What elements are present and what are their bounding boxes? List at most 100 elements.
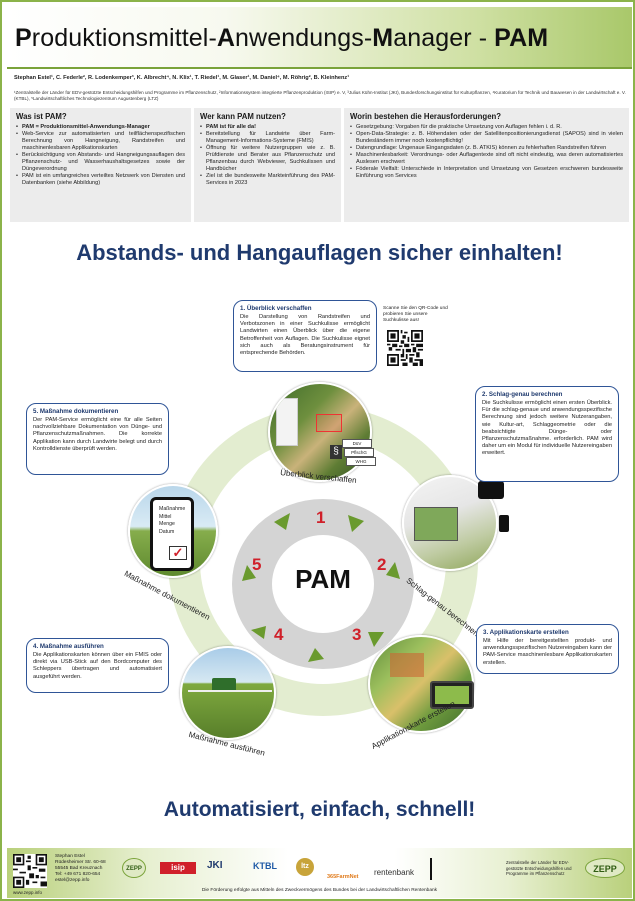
arrow-icon xyxy=(308,648,324,662)
qr-caption: Scanne Sie den QR-Code und probieren Sie… xyxy=(383,306,448,323)
headline: Abstands- und Hangauflagen sicher einhal… xyxy=(76,240,563,265)
zepp-logo-large: ZEPP xyxy=(585,858,625,878)
box-who-item: Öffnung für weitere Nutzergruppen wie z.… xyxy=(200,145,335,173)
step-number-3: 3 xyxy=(352,625,362,644)
arrow-icon xyxy=(251,626,266,639)
step-text: Der PAM-Service ermöglicht eine für alle… xyxy=(33,417,162,452)
box-challenges-item: Open-Data-Strategie: z. B. Höhendaten od… xyxy=(350,131,623,145)
checklist-item: Datum xyxy=(159,528,175,535)
step-number-1: 1 xyxy=(316,508,326,527)
arrow-icon xyxy=(386,562,400,579)
law-stack: DüV PflschG WHG § xyxy=(330,439,376,469)
box-challenges-item: Föderale Vielfalt: Unterschiede in Inter… xyxy=(350,166,623,180)
step-title: 1. Überblick verschaffen xyxy=(240,305,312,312)
step-title: 2. Schlag-genau berechnen xyxy=(482,391,563,398)
tractor-spraying-image xyxy=(180,646,276,740)
funding-note: Die Förderung erfolgte aus Mitteln des Z… xyxy=(201,888,438,893)
contact-block: Stephan Estel Rüdesheimer Str. 60-68 555… xyxy=(55,854,106,884)
jki-logo: JKI xyxy=(207,860,223,871)
box-challenges-item: Gesetzgebung: Vorgaben für die praktisch… xyxy=(350,124,623,131)
step-box-4: 4. Maßnahme ausführen Die Applikationska… xyxy=(26,638,169,693)
box-what-item: PAM = Produktionsmittel-Anwendungs-Manag… xyxy=(16,124,185,131)
box-challenges-item: Maschinenlesbarkeit: Verordnungs- oder A… xyxy=(350,152,623,166)
arrow-icon xyxy=(368,632,384,647)
step-text: Mit Hilfe der bereitgestellten produkt- … xyxy=(483,638,613,666)
ltz-logo: ltz xyxy=(296,858,314,876)
footer-qr-code-icon[interactable] xyxy=(13,854,47,888)
law-label-whg: WHG xyxy=(346,457,376,466)
checklist-item: Mittel xyxy=(159,513,172,520)
title-banner: Produktionsmittel-Anwendungs-Manager - P… xyxy=(7,7,632,69)
step-box-5: 5. Maßnahme dokumentieren Der PAM-Servic… xyxy=(26,403,169,475)
box-who-item: Bereitstellung für Landwirte über Farm-M… xyxy=(200,131,335,145)
info-boxes: Was ist PAM? PAM = Produktionsmittel-Anw… xyxy=(10,108,629,222)
zepp-logo: ZEPP xyxy=(122,858,146,878)
map-sidebar-panel xyxy=(276,398,298,446)
contact-line: Rüdesheimer Str. 60-68 xyxy=(55,860,106,865)
box-challenges: Worin bestehen die Herausforderungen? Ge… xyxy=(344,108,629,222)
ministry-logo xyxy=(430,858,460,880)
tractor-icon xyxy=(212,678,236,692)
box-who-item: Ziel ist die bundesweite Markteinführung… xyxy=(200,173,335,187)
box-who-title: Wer kann PAM nutzen? xyxy=(200,112,286,121)
step-text: Die Applikationskarten können über ein F… xyxy=(33,652,162,680)
inner-ring-hole xyxy=(272,535,374,633)
step-text: Die Darstellung von Randstreifen und Ver… xyxy=(240,314,370,357)
step-number-2: 2 xyxy=(377,555,387,574)
authors: Stephan Estel¹, C. Federle², R. Lodenkem… xyxy=(14,75,350,81)
website-link[interactable]: www.zepp.info xyxy=(13,890,43,895)
step-title: 3. Applikationskarte erstellen xyxy=(483,629,569,636)
step-box-3: 3. Applikationskarte erstellen Mit Hilfe… xyxy=(476,624,619,674)
box-what-item: Web-Service zur automatisierten und teil… xyxy=(16,131,185,152)
farmnet-logo: 365FarmNet xyxy=(327,874,359,880)
box-what-item: PAM ist ein umfangreiches verteiltes Net… xyxy=(16,173,185,187)
center-label: PAM xyxy=(295,564,351,594)
step-text: Die Suchkulisse ermöglicht einen ersten … xyxy=(482,400,612,457)
ktbl-logo: KTBL xyxy=(253,861,277,871)
law-label-duev: DüV xyxy=(342,439,372,448)
zepp-description: Zentralstelle der Länder für EDV-gestütz… xyxy=(506,860,572,876)
sprayer-boom xyxy=(188,690,272,692)
box-what-item: Berücksichtigung von Abstands- und Hangn… xyxy=(16,152,185,173)
checkbox-checked-icon: ✓ xyxy=(169,546,187,560)
box-who: Wer kann PAM nutzen? PAM ist für alle da… xyxy=(194,108,341,222)
affiliations: ¹Zentralstelle der Länder für EDV-gestüt… xyxy=(14,90,626,101)
law-label-pflschg: PflschG xyxy=(344,448,374,457)
step-box-2: 2. Schlag-genau berechnen Die Suchkuliss… xyxy=(475,386,619,482)
rentenbank-logo: rentenbank xyxy=(374,868,415,877)
contact-line: Stephan Estel xyxy=(55,854,85,859)
terminal-icon xyxy=(430,681,474,709)
qr-code-icon[interactable] xyxy=(387,330,423,366)
buffer-zone-highlight xyxy=(316,414,342,432)
tablet-icon xyxy=(478,481,504,499)
checklist-item: Maßnahme xyxy=(159,506,186,512)
step-number-4: 4 xyxy=(274,625,284,644)
box-challenges-item: Datengrundlage: Ungenaue Eingangsdaten (… xyxy=(350,145,623,152)
box-what-title: Was ist PAM? xyxy=(16,112,67,121)
terminal-screen xyxy=(435,686,469,704)
step-title: 5. Maßnahme dokumentieren xyxy=(33,408,119,415)
contact-line: 55545 Bad Kreuznach xyxy=(55,866,103,871)
step-title: 4. Maßnahme ausführen xyxy=(33,643,104,650)
poster-title: Produktionsmittel-Anwendungs-Manager - P… xyxy=(15,24,549,52)
step-number-5: 5 xyxy=(252,555,262,574)
step-box-1: 1. Überblick verschaffen Die Darstellung… xyxy=(233,300,377,372)
phone-checklist: Maßnahme Mittel Menge Datum ✓ xyxy=(150,497,194,571)
contact-line: Tel: +49 671 820-654 xyxy=(55,872,101,877)
isip-logo: isip xyxy=(160,862,196,874)
application-zone xyxy=(390,653,424,677)
contact-email[interactable]: estel@zepp.info xyxy=(55,878,90,883)
tagline: Automatisiert, einfach, schnell! xyxy=(163,798,476,821)
arrow-icon xyxy=(242,565,256,581)
arrow-icon xyxy=(348,515,364,532)
field-map-tile xyxy=(414,507,458,541)
box-who-item: PAM ist für alle da! xyxy=(200,124,335,131)
box-challenges-title: Worin bestehen die Herausforderungen? xyxy=(350,112,502,121)
paragraph-icon: § xyxy=(330,445,342,459)
arrow-icon xyxy=(274,513,290,530)
phone-icon xyxy=(499,515,509,532)
checklist-item: Menge xyxy=(159,521,175,527)
footer: Stephan Estel Rüdesheimer Str. 60-68 555… xyxy=(7,848,632,898)
box-what: Was ist PAM? PAM = Produktionsmittel-Anw… xyxy=(10,108,191,222)
